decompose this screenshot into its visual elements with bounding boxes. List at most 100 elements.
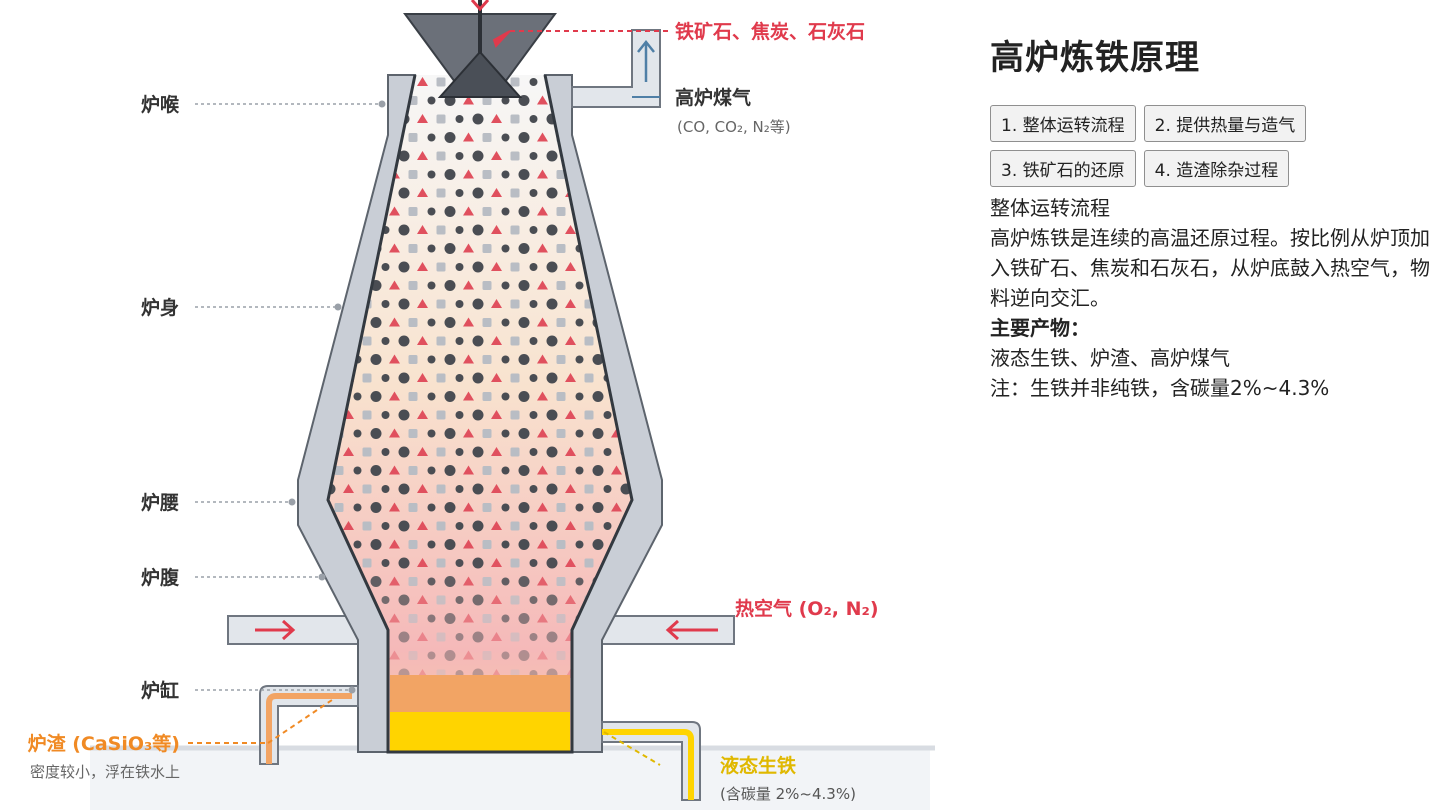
slag-note: 密度较小，浮在铁水上: [30, 763, 180, 781]
coke-particle: [518, 206, 530, 217]
iron-outlet-pipe: [601, 721, 701, 801]
limestone-particle: [510, 484, 520, 494]
iron-ore-particle: [537, 391, 548, 401]
limestone-particle: [408, 503, 418, 512]
belly-dot: [288, 498, 296, 506]
coke-particle: [353, 540, 362, 549]
iron-ore-particle: [611, 650, 622, 660]
iron-ore-particle: [611, 465, 622, 475]
coke-particle: [444, 613, 456, 624]
tab-ore-reduction[interactable]: 3. 铁矿石的还原: [990, 150, 1136, 187]
iron-ore-particle: [343, 188, 354, 197]
blast-furnace-diagram: 炉喉 炉身 炉腰 炉腹 炉缸 铁矿石、焦炭、石灰石 高炉煤气 (CO, CO₂,…: [28, 0, 935, 810]
iron-ore-particle: [463, 502, 474, 512]
coke-particle: [444, 354, 456, 365]
limestone-particle: [436, 188, 446, 198]
limestone-particle: [362, 521, 372, 531]
limestone-particle: [510, 595, 520, 605]
coke-particle: [592, 206, 604, 217]
coke-particle: [370, 465, 382, 476]
limestone-particle: [510, 188, 520, 198]
iron-ore-particle: [537, 576, 548, 586]
coke-particle: [455, 263, 464, 271]
coke-particle: [398, 446, 410, 458]
coke-particle: [529, 559, 538, 567]
limestone-particle: [408, 355, 418, 364]
coke-particle: [427, 651, 436, 660]
coke-particle: [472, 631, 484, 643]
coke-particle: [381, 263, 390, 271]
coke-particle: [529, 596, 538, 604]
coke-particle: [518, 354, 530, 365]
charge-label: 铁矿石、焦炭、石灰石: [675, 20, 865, 43]
iron-ore-particle: [343, 77, 354, 86]
gas-outlet-pipe: [571, 29, 661, 108]
coke-particle: [501, 318, 510, 327]
slag-outlet-pipe: [259, 685, 359, 765]
coke-particle: [501, 281, 510, 290]
limestone-particle: [436, 114, 446, 124]
coke-particle: [398, 187, 410, 199]
iron-ore-particle: [389, 206, 400, 216]
iron-ore-particle: [389, 650, 400, 660]
coke-particle: [529, 633, 538, 641]
limestone-particle: [584, 484, 594, 494]
iron-ore-particle: [491, 151, 502, 160]
limestone-particle: [482, 355, 492, 364]
coke-particle: [370, 428, 382, 439]
shaft-dot: [334, 303, 342, 311]
coke-particle: [575, 355, 584, 364]
coke-particle: [398, 335, 410, 347]
iron-ore-particle: [537, 243, 548, 253]
limestone-particle: [408, 577, 418, 586]
iron-ore-particle: [491, 558, 502, 567]
coke-particle: [370, 576, 382, 587]
limestone-particle: [436, 299, 446, 309]
iron-ore-particle: [565, 595, 576, 604]
coke-particle: [620, 224, 632, 236]
coke-particle: [546, 409, 558, 421]
coke-particle: [328, 150, 336, 162]
limestone-particle: [334, 466, 344, 475]
limestone-particle: [362, 373, 372, 383]
tab-slag-formation[interactable]: 4. 造渣除杂过程: [1143, 150, 1290, 187]
iron-ore-particle: [611, 243, 622, 253]
limestone-particle: [584, 410, 594, 420]
limestone-particle: [556, 355, 566, 364]
limestone-particle: [408, 614, 418, 623]
coke-particle: [427, 614, 436, 623]
limestone-particle: [362, 410, 372, 420]
coke-particle: [444, 650, 456, 661]
coke-particle: [444, 502, 456, 513]
coke-particle: [472, 557, 484, 569]
limestone-particle: [556, 392, 566, 401]
limestone-particle: [362, 336, 372, 346]
coke-particle: [501, 429, 510, 438]
coke-particle: [472, 298, 484, 310]
limestone-particle: [482, 577, 492, 586]
iron-ore-particle: [417, 521, 428, 530]
tab-heat-and-gas[interactable]: 2. 提供热量与造气: [1143, 105, 1307, 142]
coke-particle: [444, 132, 456, 143]
coke-particle: [501, 170, 510, 179]
carbon-note: 注：生铁并非纯铁，含碳量2%~4.3%: [990, 376, 1330, 400]
iron-ore-particle: [491, 299, 502, 308]
coke-particle: [353, 207, 362, 216]
hot-air-arrow-left: [255, 619, 296, 641]
coke-particle: [444, 206, 456, 217]
tab-overall-process[interactable]: 1. 整体运转流程: [990, 105, 1136, 142]
limestone-particle: [556, 281, 566, 290]
limestone-particle: [584, 521, 594, 531]
coke-particle: [575, 503, 584, 512]
coke-particle: [518, 391, 530, 402]
coke-particle: [455, 448, 464, 456]
coke-particle: [603, 115, 612, 123]
coke-particle: [353, 466, 362, 475]
iron-ore-particle: [491, 225, 502, 234]
coke-particle: [328, 224, 336, 236]
coke-particle: [444, 317, 456, 328]
coke-particle: [381, 559, 390, 567]
coke-particle: [603, 522, 612, 530]
coke-particle: [427, 429, 436, 438]
iron-ore-particle: [343, 669, 354, 678]
